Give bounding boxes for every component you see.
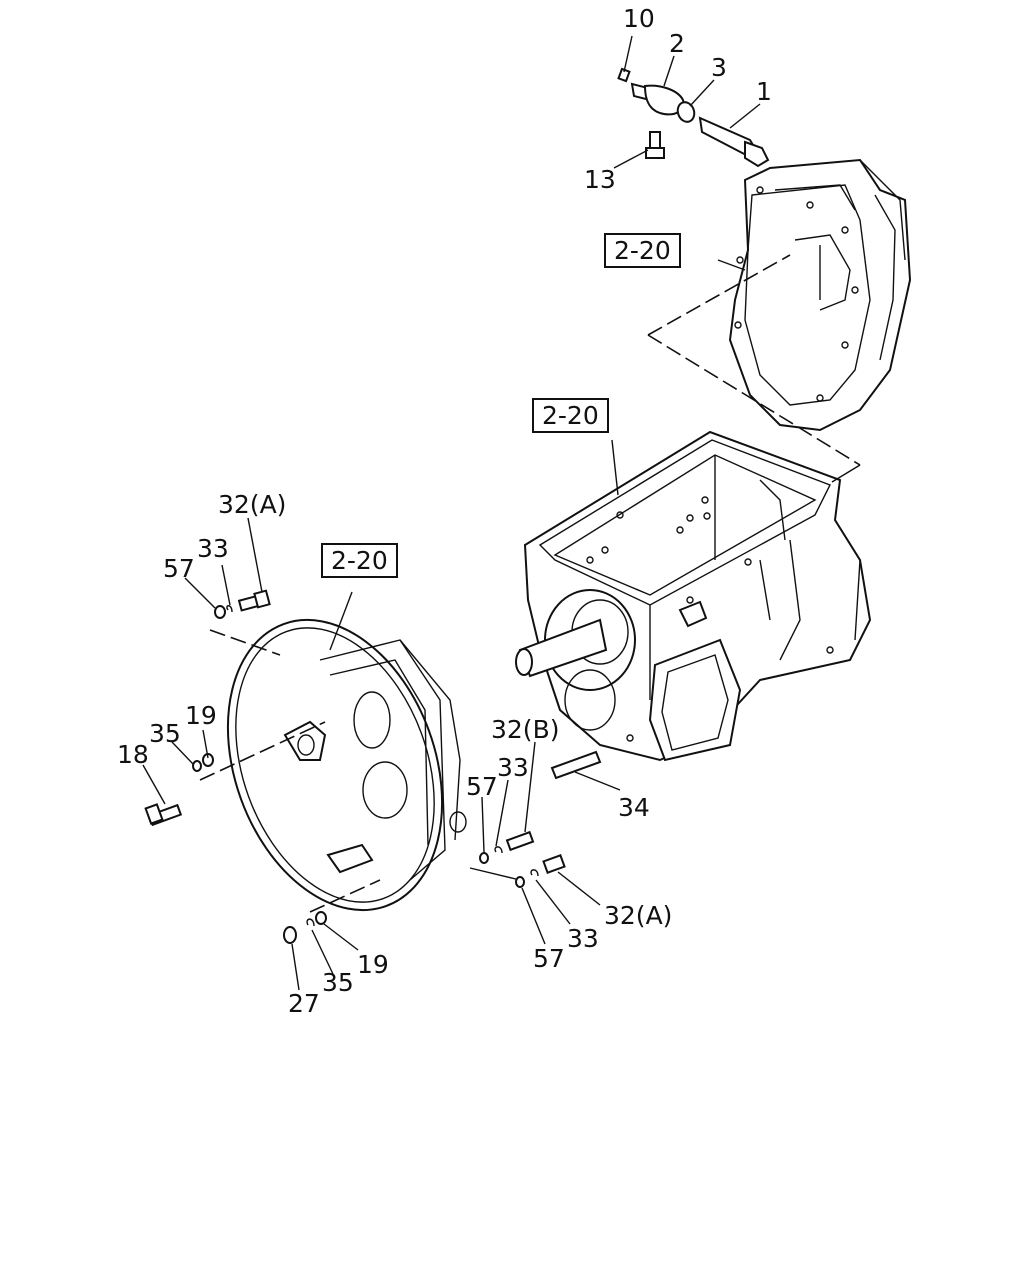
callout-32b: 32(B): [491, 715, 560, 744]
callout-35-left: 35: [149, 719, 181, 748]
fasteners-right: [479, 830, 566, 888]
callout-18: 18: [117, 740, 149, 769]
reference-box-left[interactable]: 2-20: [321, 543, 398, 578]
callout-27: 27: [288, 989, 320, 1018]
callout-32a-top: 32(A): [218, 490, 287, 519]
transmission-case: [515, 430, 872, 762]
callout-19-bottom: 19: [357, 950, 389, 979]
callout-33-top: 33: [197, 534, 229, 563]
stud-34-shape: [550, 750, 602, 780]
rear-housing: [728, 158, 912, 432]
callout-2: 2: [669, 29, 685, 58]
callout-3: 3: [711, 53, 727, 82]
fasteners-left-top: [214, 589, 271, 619]
callout-13: 13: [584, 165, 616, 194]
reference-box-middle[interactable]: 2-20: [532, 398, 609, 433]
callout-19-left: 19: [185, 701, 217, 730]
leader-10: [623, 35, 633, 73]
callout-57-mid: 57: [466, 772, 498, 801]
callout-57-bottom: 57: [533, 944, 565, 973]
sensor-assembly: [617, 67, 770, 168]
fasteners-bottom: [283, 911, 327, 944]
callout-35-bottom: 35: [322, 968, 354, 997]
fasteners-left: [144, 753, 214, 827]
callout-33-bottom: 33: [567, 924, 599, 953]
callout-1: 1: [756, 77, 772, 106]
callout-32a-bottom: 32(A): [604, 901, 673, 930]
callout-33-mid: 33: [497, 753, 529, 782]
bell-housing: [226, 618, 467, 912]
callout-34: 34: [618, 793, 650, 822]
alignment-line-top: [647, 334, 861, 466]
callout-57-top: 57: [163, 554, 195, 583]
reference-box-top[interactable]: 2-20: [604, 233, 681, 268]
callout-10: 10: [623, 4, 655, 33]
